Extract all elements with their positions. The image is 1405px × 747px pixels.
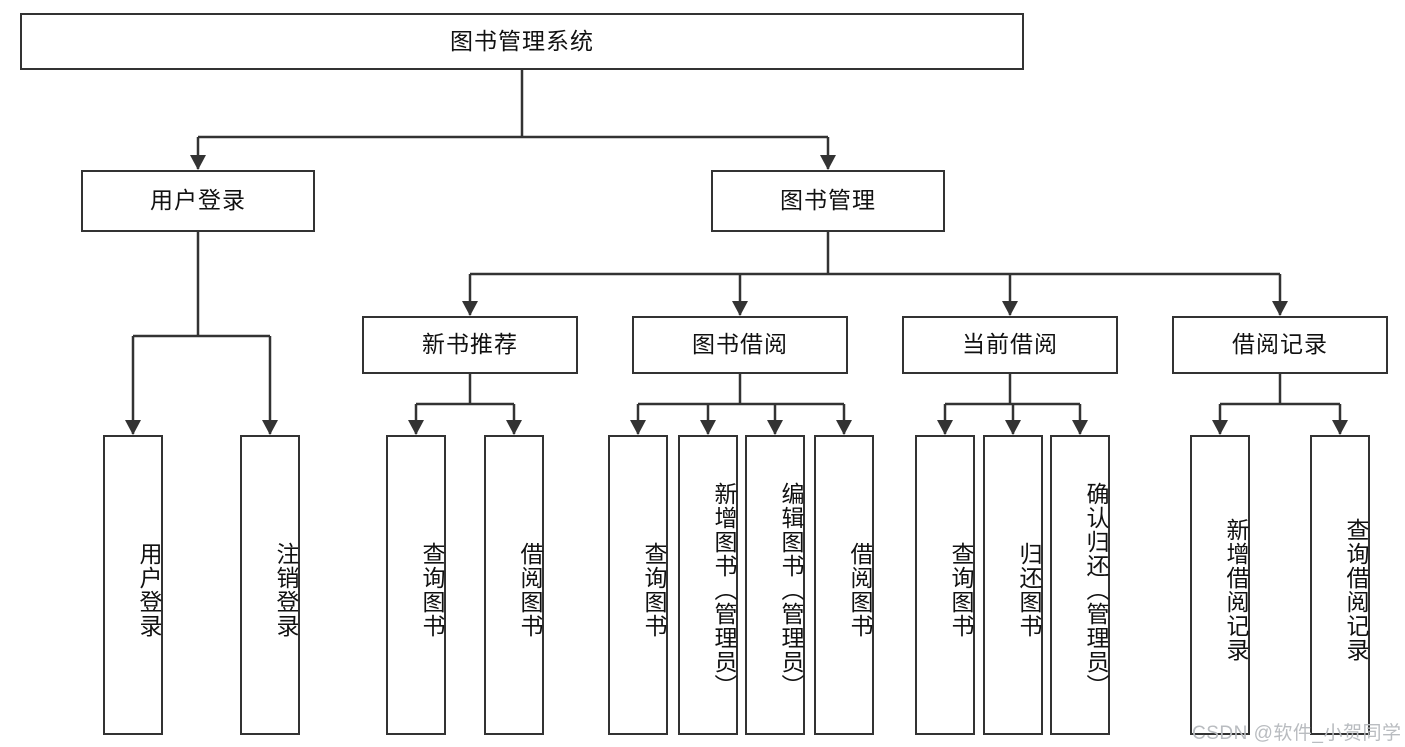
edge-arrowhead-borrow [732,301,748,316]
node-leaf-cur-1[interactable]: 查询图书 [915,435,975,735]
edge-arrowhead-leaf-bor-1 [630,420,646,435]
node-leaf-cur-2[interactable]: 归还图书 [983,435,1043,735]
edge-arrowhead-leaf-cur-1 [937,420,953,435]
edge-arrowhead-leaf-rec-2 [1332,420,1348,435]
node-label: 借阅图书 [847,542,873,638]
edge-arrowhead-leaf-login-2 [262,420,278,435]
node-label: 图书管理系统 [450,27,594,54]
node-label: 图书借阅 [692,331,788,358]
edge-arrowhead-records [1272,301,1288,316]
node-label: 用户登录 [136,542,162,638]
node-label: 编辑图书（管理员） [778,482,804,698]
edge-arrowhead-login [190,155,206,170]
node-label: 归还图书 [1016,542,1042,638]
node-bookmgmt[interactable]: 图书管理 [711,170,945,232]
node-root[interactable]: 图书管理系统 [20,13,1024,70]
node-leaf-login-1[interactable]: 用户登录 [103,435,163,735]
node-leaf-cur-3[interactable]: 确认归还（管理员） [1050,435,1110,735]
node-label: 新增图书（管理员） [711,482,737,698]
edge-arrowhead-bookmgmt [820,155,836,170]
edge-arrowhead-newbook [462,301,478,316]
node-leaf-new-1[interactable]: 查询图书 [386,435,446,735]
node-login[interactable]: 用户登录 [81,170,315,232]
edge-arrowhead-leaf-login-1 [125,420,141,435]
node-leaf-bor-2[interactable]: 新增图书（管理员） [678,435,738,735]
node-label: 查询图书 [948,542,974,638]
node-leaf-rec-1[interactable]: 新增借阅记录 [1190,435,1250,735]
node-label: 查询图书 [419,542,445,638]
node-borrow[interactable]: 图书借阅 [632,316,848,374]
node-leaf-bor-3[interactable]: 编辑图书（管理员） [745,435,805,735]
node-label: 图书管理 [780,187,876,214]
edge-arrowhead-leaf-cur-3 [1072,420,1088,435]
watermark-label: CSDN @软件_小贺同学 [1192,723,1402,744]
node-label: 新增借阅记录 [1223,518,1249,662]
edge-arrowhead-leaf-cur-2 [1005,420,1021,435]
node-leaf-new-2[interactable]: 借阅图书 [484,435,544,735]
edge-arrowhead-current [1002,301,1018,316]
edge-arrowhead-leaf-rec-1 [1212,420,1228,435]
node-label: 借阅记录 [1232,331,1328,358]
node-leaf-rec-2[interactable]: 查询借阅记录 [1310,435,1370,735]
node-leaf-login-2[interactable]: 注销登录 [240,435,300,735]
node-leaf-bor-1[interactable]: 查询图书 [608,435,668,735]
node-newbook[interactable]: 新书推荐 [362,316,578,374]
edge-arrowhead-leaf-bor-2 [700,420,716,435]
node-label: 借阅图书 [517,542,543,638]
edge-arrowhead-leaf-new-2 [506,420,522,435]
node-label: 当前借阅 [962,331,1058,358]
node-label: 查询借阅记录 [1343,518,1369,662]
edge-arrowhead-leaf-new-1 [408,420,424,435]
node-label: 查询图书 [641,542,667,638]
node-label: 注销登录 [273,542,299,638]
node-label: 用户登录 [150,187,246,214]
edge-arrowhead-leaf-bor-4 [836,420,852,435]
node-label: 确认归还（管理员） [1083,482,1109,698]
node-leaf-bor-4[interactable]: 借阅图书 [814,435,874,735]
node-current[interactable]: 当前借阅 [902,316,1118,374]
node-label: 新书推荐 [422,331,518,358]
edge-arrowhead-leaf-bor-3 [767,420,783,435]
node-records[interactable]: 借阅记录 [1172,316,1388,374]
